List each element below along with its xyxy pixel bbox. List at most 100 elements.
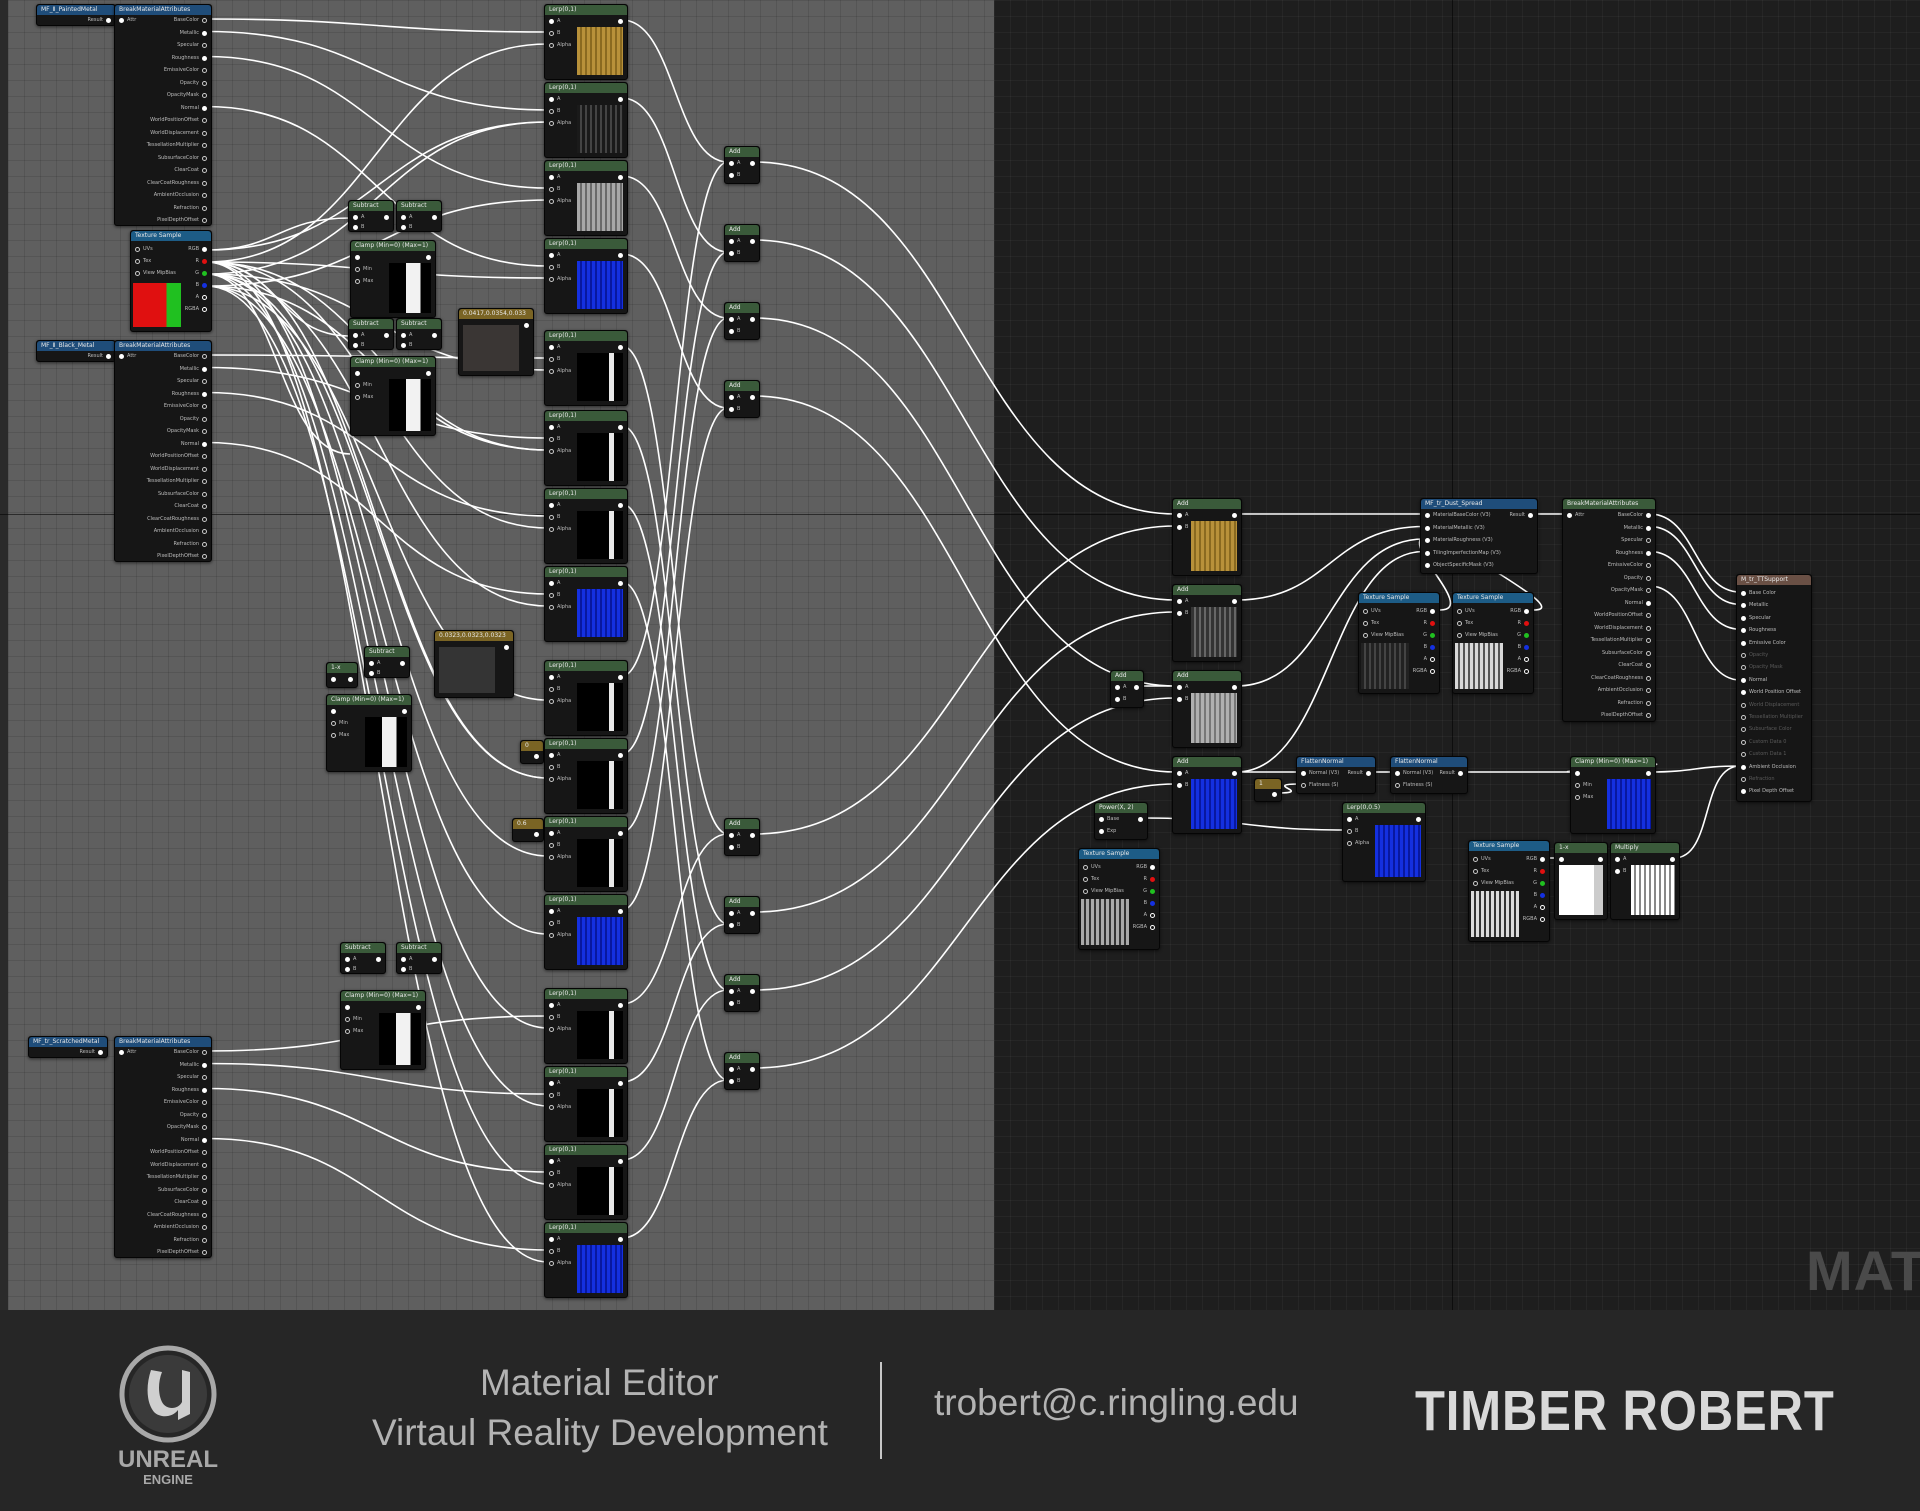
node-wire[interactable] bbox=[621, 251, 729, 755]
node-wire[interactable] bbox=[205, 217, 351, 251]
node-wire[interactable] bbox=[1235, 550, 1425, 773]
black-metal-break-out-1-pin[interactable] bbox=[202, 366, 207, 372]
black-metal-break-out-4-pin[interactable] bbox=[202, 404, 207, 409]
clamp-node-3-in-1-pin[interactable] bbox=[331, 721, 336, 726]
texture-sample-right-1-out-0-pin[interactable] bbox=[1430, 609, 1435, 614]
painted-metal-break-out-14-pin[interactable] bbox=[202, 193, 207, 198]
constant-vector-node-2[interactable]: 0.0323,0.0323,0.0323 bbox=[434, 630, 514, 698]
result-in-16-pin[interactable] bbox=[1741, 789, 1746, 795]
node-wire[interactable] bbox=[205, 121, 549, 251]
painted-metal-break-out-8-pin[interactable] bbox=[202, 118, 207, 123]
node-wire[interactable] bbox=[753, 783, 1177, 1069]
lerp-15-in-0-pin[interactable] bbox=[549, 1159, 554, 1164]
node-wire[interactable] bbox=[1649, 525, 1741, 606]
painted-metal-break-out-7-pin[interactable] bbox=[202, 105, 207, 111]
node-wire[interactable] bbox=[205, 273, 549, 1107]
break-right-out-5-pin[interactable] bbox=[1646, 575, 1651, 581]
break-right-out-9-pin[interactable] bbox=[1646, 625, 1651, 631]
add-right-2-out-pin[interactable] bbox=[1232, 599, 1237, 604]
one-minus-left-in-pin[interactable] bbox=[331, 677, 336, 682]
flatten-1-in-0-pin[interactable] bbox=[1301, 771, 1306, 776]
texture-sample-right-1-in-1-pin[interactable] bbox=[1363, 621, 1368, 626]
node-wire[interactable] bbox=[621, 161, 729, 677]
multiply-in-1-pin[interactable] bbox=[1615, 869, 1620, 874]
lerp-10-in-2-pin[interactable] bbox=[549, 777, 554, 782]
lerp-6-in-1-pin[interactable] bbox=[549, 437, 554, 442]
scratched-metal-break-out-12-pin[interactable] bbox=[202, 1200, 207, 1205]
node-wire[interactable] bbox=[621, 425, 729, 925]
add-left-3-out-pin[interactable] bbox=[750, 317, 755, 322]
constant-zero-out-pin[interactable] bbox=[534, 754, 539, 759]
break-right-out-4-pin[interactable] bbox=[1646, 563, 1651, 568]
black-metal-break-out-12-pin[interactable] bbox=[202, 504, 207, 509]
clamp-node-2-in-2-pin[interactable] bbox=[355, 395, 360, 400]
add-left-1-in-0-pin[interactable] bbox=[729, 161, 734, 166]
node-wire[interactable] bbox=[621, 1079, 729, 1239]
lerp-2-in-0-pin[interactable] bbox=[549, 97, 554, 102]
break-right-out-3-pin[interactable] bbox=[1646, 550, 1651, 556]
subtract-node-2-in-1-pin[interactable] bbox=[401, 225, 406, 230]
mask-tex-out-3-pin[interactable] bbox=[202, 283, 207, 288]
add-left-8-in-0-pin[interactable] bbox=[729, 1067, 734, 1072]
scratched-metal-break-out-5-pin[interactable] bbox=[202, 1112, 207, 1118]
lerp-10-out-pin[interactable] bbox=[618, 753, 623, 758]
break-right-out-15-pin[interactable] bbox=[1646, 700, 1651, 706]
scratched-metal-break-out-11-pin[interactable] bbox=[202, 1187, 207, 1193]
painted-metal-break-out-15-pin[interactable] bbox=[202, 205, 207, 211]
add-right-4-in-0-pin[interactable] bbox=[1177, 771, 1182, 776]
node-wire[interactable] bbox=[621, 317, 729, 833]
black-metal-break-out-0-pin[interactable] bbox=[202, 354, 207, 359]
scratched-metal-break-out-1-pin[interactable] bbox=[202, 1062, 207, 1068]
clamp-right-in-0-pin[interactable] bbox=[1575, 771, 1580, 776]
node-wire[interactable] bbox=[621, 253, 729, 409]
lerp-13-in-2-pin[interactable] bbox=[549, 1027, 554, 1032]
add-left-2-in-1-pin[interactable] bbox=[729, 251, 734, 256]
black-metal-break-out-10-pin[interactable] bbox=[202, 479, 207, 484]
break-right-out-7-pin[interactable] bbox=[1646, 600, 1651, 606]
node-wire[interactable] bbox=[621, 923, 729, 1083]
node-wire[interactable] bbox=[621, 989, 729, 1161]
node-wire[interactable] bbox=[621, 345, 729, 835]
texture-sample-power-out-3-pin[interactable] bbox=[1150, 901, 1155, 906]
footer-email-link[interactable]: trobert@c.ringling.edu bbox=[934, 1382, 1299, 1423]
dust-spread-in-2-pin[interactable] bbox=[1425, 538, 1430, 543]
node-wire[interactable] bbox=[753, 161, 1177, 515]
break-right-out-13-pin[interactable] bbox=[1646, 675, 1651, 681]
node-wire[interactable] bbox=[621, 97, 729, 253]
one-minus-left-out-pin[interactable] bbox=[348, 677, 353, 682]
mask-tex-in-2-pin[interactable] bbox=[135, 271, 140, 276]
node-wire[interactable] bbox=[621, 19, 729, 163]
texture-sample-bottom-in-2-pin[interactable] bbox=[1473, 881, 1478, 886]
node-wire[interactable] bbox=[1235, 525, 1425, 601]
result-in-10-pin[interactable] bbox=[1741, 715, 1746, 720]
power-in-1-pin[interactable] bbox=[1099, 829, 1104, 834]
clamp-node-1-in-2-pin[interactable] bbox=[355, 279, 360, 284]
subtract-node-1-out-pin[interactable] bbox=[384, 215, 389, 220]
node-wire[interactable] bbox=[753, 239, 1177, 601]
painted-metal-break-out-4-pin[interactable] bbox=[202, 68, 207, 73]
black-metal-break-out-3-pin[interactable] bbox=[202, 391, 207, 397]
clamp-node-3-out-pin[interactable] bbox=[402, 709, 407, 714]
subtract-node-4-in-0-pin[interactable] bbox=[401, 333, 406, 338]
lerp-6-out-pin[interactable] bbox=[618, 425, 623, 430]
result-in-13-pin[interactable] bbox=[1741, 752, 1746, 758]
lerp-7-in-1-pin[interactable] bbox=[549, 515, 554, 520]
add-right-4-in-1-pin[interactable] bbox=[1177, 783, 1182, 788]
add-left-5-in-0-pin[interactable] bbox=[729, 833, 734, 838]
multiply-out-pin[interactable] bbox=[1670, 857, 1675, 862]
black-metal-break-out-5-pin[interactable] bbox=[202, 416, 207, 422]
mask-tex-out-0-pin[interactable] bbox=[202, 247, 207, 252]
